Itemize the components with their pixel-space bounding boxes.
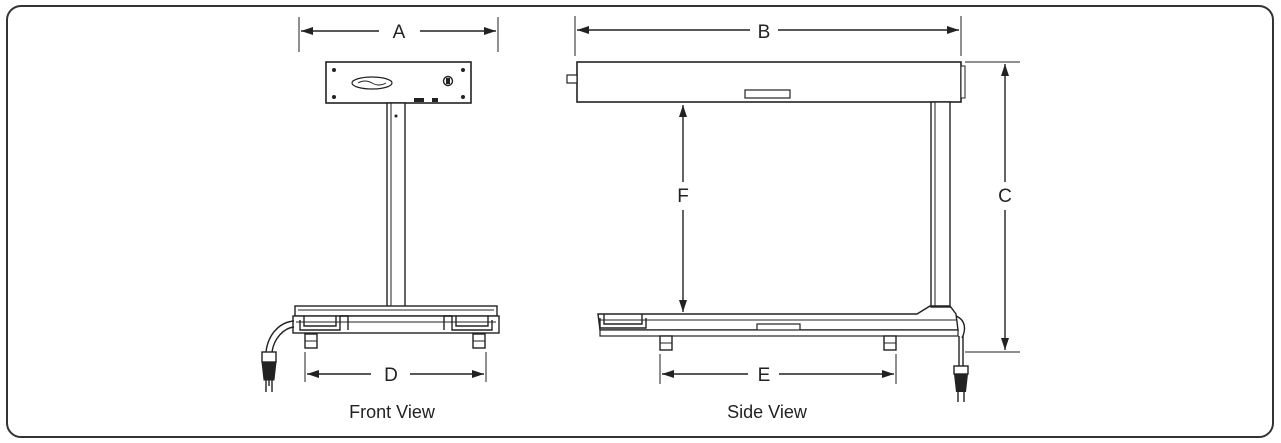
caption-side-view: Side View bbox=[727, 402, 808, 422]
dimension-d: D bbox=[304, 352, 487, 386]
dimension-b: B bbox=[574, 16, 962, 56]
front-view: A bbox=[261, 17, 500, 422]
side-heat-head bbox=[566, 61, 966, 103]
front-control-head bbox=[325, 61, 472, 104]
dimension-f: F bbox=[677, 105, 689, 312]
label-f: F bbox=[677, 186, 689, 207]
side-plug-icon bbox=[954, 374, 968, 392]
drawing-border bbox=[6, 5, 1274, 438]
label-b: B bbox=[758, 22, 771, 43]
side-switch-icon bbox=[566, 74, 578, 84]
label-c: C bbox=[998, 186, 1012, 207]
side-head-label-plate bbox=[744, 89, 791, 99]
label-e: E bbox=[758, 365, 771, 386]
caption-front-view: Front View bbox=[349, 402, 436, 422]
label-d: D bbox=[384, 365, 398, 386]
side-view: B bbox=[566, 16, 1020, 422]
dimension-a: A bbox=[298, 17, 499, 52]
plug-icon bbox=[261, 361, 277, 381]
side-base bbox=[597, 305, 959, 351]
front-base bbox=[292, 305, 500, 349]
dimension-c: C bbox=[965, 61, 1020, 353]
power-cord bbox=[261, 320, 295, 392]
side-power-cord bbox=[953, 315, 969, 402]
dimension-e: E bbox=[659, 354, 897, 386]
front-post bbox=[386, 102, 406, 309]
side-post bbox=[930, 101, 951, 308]
label-a: A bbox=[393, 22, 406, 43]
